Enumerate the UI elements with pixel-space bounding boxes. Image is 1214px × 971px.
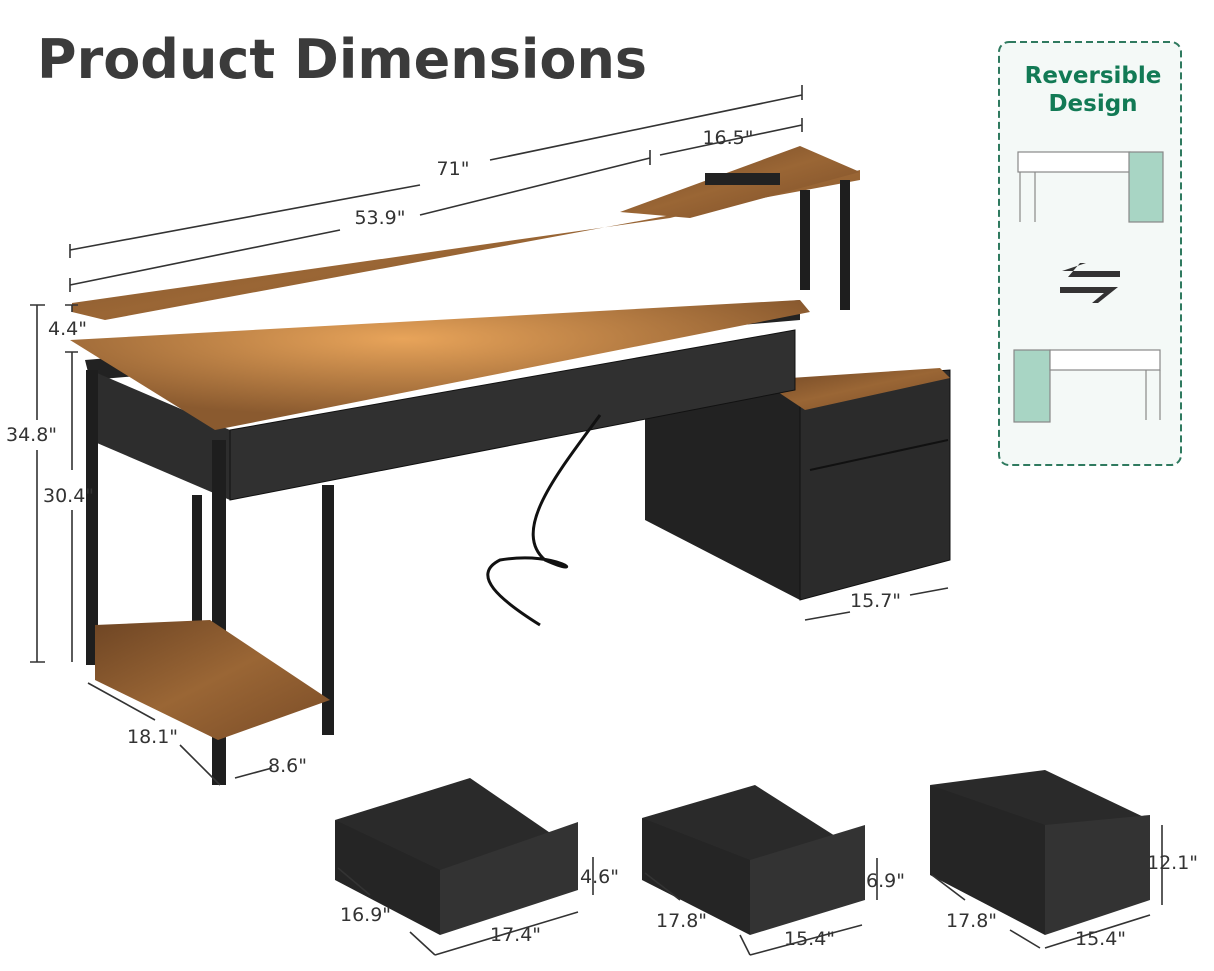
reversible-design-panel: Reversible Design [998, 41, 1182, 466]
dim-total-width: 71" [437, 158, 470, 180]
drawer-2-width: 15.4" [784, 928, 835, 950]
desk-layout-right-icon [1017, 151, 1164, 223]
drawer-1-illustration [335, 778, 578, 935]
drawer-3-depth: 17.8" [946, 910, 997, 932]
page-title: Product Dimensions [37, 28, 647, 91]
desk-illustration [70, 146, 951, 785]
dim-cabinet-depth: 15.7" [850, 590, 901, 612]
panel-title-line2: Design [1048, 91, 1137, 117]
dim-desk-height: 30.4" [43, 485, 94, 507]
drawer-1-depth: 16.9" [340, 904, 391, 926]
drawer-3-illustration [930, 770, 1150, 935]
dim-depth: 18.1" [127, 726, 178, 748]
drawer-2-height: 6.9" [866, 870, 905, 892]
drawer-3-height: 12.1" [1147, 852, 1198, 874]
dim-monitor-stand-height: 4.4" [48, 318, 87, 340]
drawer-3-width: 15.4" [1075, 928, 1126, 950]
dimension-lines [30, 85, 1163, 956]
desk-layout-left-icon [1013, 349, 1161, 423]
drawer-2-illustration [642, 785, 865, 935]
drawer-1-width: 17.4" [490, 924, 541, 946]
swap-arrows-icon [1060, 263, 1120, 303]
panel-title-line1: Reversible [1025, 63, 1162, 89]
dim-total-height: 34.8" [6, 424, 57, 446]
dim-desk-width: 53.9" [354, 207, 405, 229]
dim-shelf-depth: 8.6" [268, 755, 307, 777]
dim-hutch-width: 16.5" [702, 127, 753, 149]
drawer-1-height: 4.6" [580, 866, 619, 888]
drawer-2-depth: 17.8" [656, 910, 707, 932]
